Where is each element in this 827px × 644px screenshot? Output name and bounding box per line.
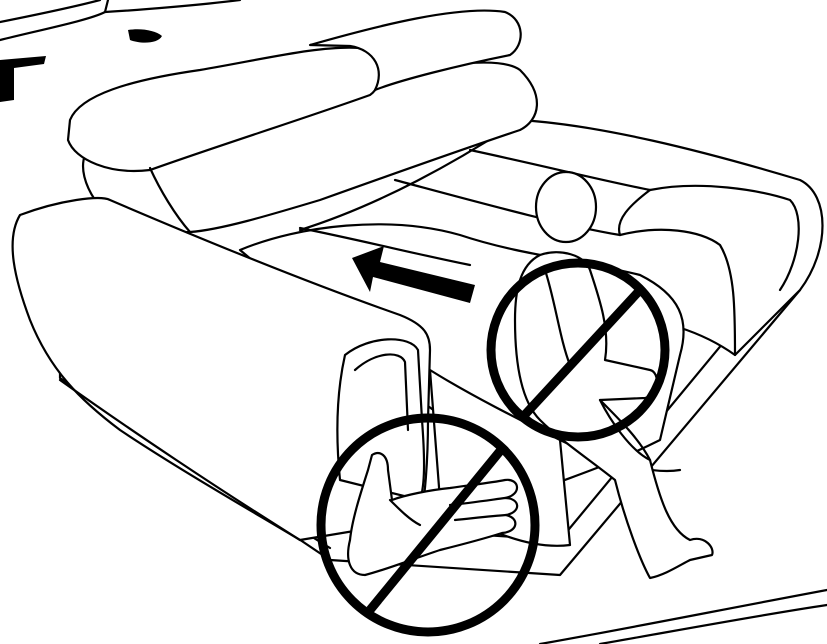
background-sofa-bracket <box>0 56 46 102</box>
floor-line <box>540 590 827 644</box>
background-sofa-foot <box>128 29 162 42</box>
person-head-icon <box>536 172 596 242</box>
